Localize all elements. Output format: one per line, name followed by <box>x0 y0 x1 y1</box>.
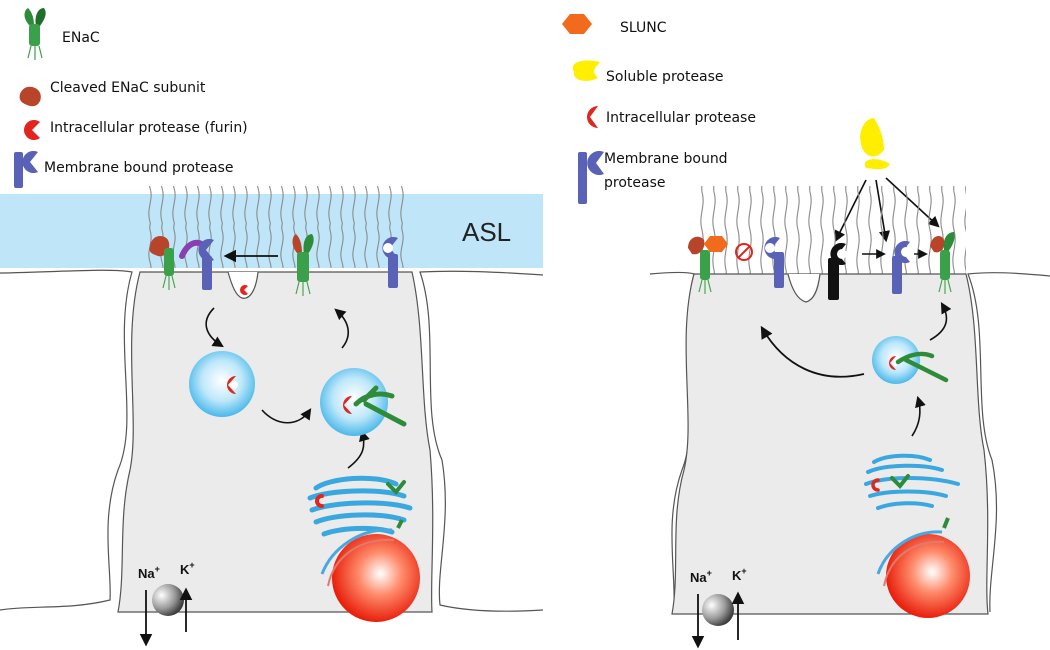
right-endocytic-pit <box>787 273 821 303</box>
legend-cleaved-label: Cleaved ENaC subunit <box>50 80 206 96</box>
legend-furin-label: Intracellular protease (furin) <box>50 120 248 136</box>
na-k-pump: Na+ K+ <box>138 560 195 647</box>
soluble-protease-free <box>860 118 890 170</box>
nucleus <box>320 519 420 622</box>
enac-channel-icon <box>24 8 46 60</box>
asl-label: ASL <box>462 217 511 247</box>
legend-soluble-label: Soluble protease <box>606 69 724 85</box>
right-secretory-vesicle <box>872 336 949 384</box>
right-legend: SLUNC Soluble protease Intracellular pro… <box>562 14 756 204</box>
k-ion-label: K+ <box>180 560 195 577</box>
neighbor-cell-right <box>419 270 544 612</box>
slunc-bound-enac <box>688 236 728 294</box>
neighbor-cell-left <box>0 269 133 611</box>
legend-slunc-label: SLUNC <box>620 20 667 36</box>
legend-membrane-protease-label: Membrane bound protease <box>44 160 234 176</box>
right-golgi-apparatus <box>864 453 960 510</box>
right-membrane-protease-icon <box>578 151 604 204</box>
enac-channel-membrane <box>292 234 314 296</box>
membrane-protease-active <box>179 239 214 290</box>
right-cleaved-enac <box>930 232 955 294</box>
cleaved-enac-left <box>149 236 176 290</box>
left-legend: ENaC Cleaved ENaC subunit Intracellular … <box>14 8 248 188</box>
membrane-protease-icon <box>14 151 38 188</box>
endocytic-pit <box>227 271 259 299</box>
right-intracellular-protease-icon <box>587 106 598 128</box>
left-panel: ENaC Cleaved ENaC subunit Intracellular … <box>0 8 544 647</box>
legend-intracellular-label: Intracellular protease <box>606 110 756 126</box>
membrane-protease-inactive <box>382 237 398 288</box>
right-neighbor-right <box>967 272 1050 613</box>
inhibition-symbol <box>735 243 753 261</box>
recycling-arrow <box>760 325 865 378</box>
legend-membrane-label-line2: protease <box>604 175 666 191</box>
right-membrane-protease-active <box>892 241 911 294</box>
right-panel: SLUNC Soluble protease Intracellular pro… <box>562 14 1050 649</box>
right-exocytosis-arrow <box>929 302 952 341</box>
intracellular-protease-icon <box>24 120 40 140</box>
right-na-ion-label: Na+ <box>690 568 712 585</box>
endosome-vesicle <box>189 351 255 417</box>
exocytosis-arrow <box>334 308 349 349</box>
legend-enac-label: ENaC <box>62 30 100 46</box>
cleaved-subunit-icon <box>19 86 41 107</box>
soluble-protease-icon <box>572 60 600 81</box>
secretory-vesicle <box>320 368 407 436</box>
right-nucleus <box>876 517 970 618</box>
right-membrane-protease-blocked <box>764 237 784 288</box>
golgi-to-vesicle-arrow <box>347 429 370 469</box>
slunc-hexagon-icon <box>562 14 592 34</box>
right-na-k-pump: Na+ K+ <box>690 566 747 649</box>
na-ion-label: Na+ <box>138 564 160 581</box>
endocytosis-arrow <box>205 307 224 348</box>
vesicle-transfer-arrow <box>261 408 312 424</box>
right-golgi-arrow <box>911 395 926 437</box>
right-k-ion-label: K+ <box>732 566 747 583</box>
legend-membrane-label-line1: Membrane bound <box>604 151 728 167</box>
pit-furin-icon <box>240 285 248 295</box>
black-membrane-protease <box>828 243 847 300</box>
